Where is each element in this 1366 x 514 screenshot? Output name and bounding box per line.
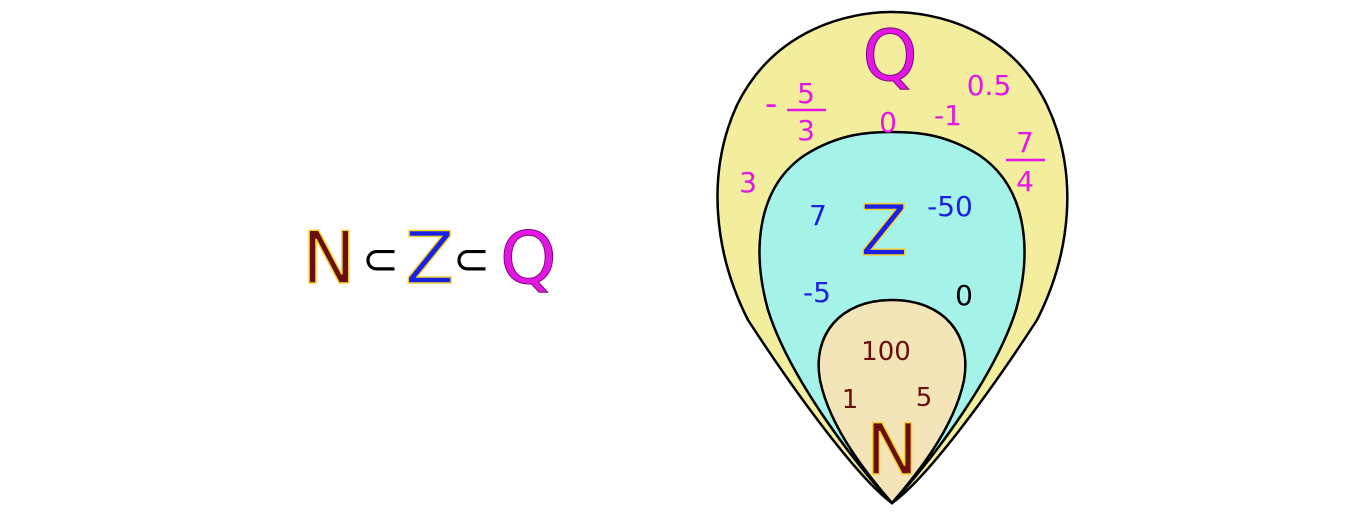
- q-element-zero: 0: [879, 106, 897, 139]
- q-element-minus-one: -1: [934, 99, 962, 132]
- set-z-title: Z: [860, 190, 908, 272]
- q-element-frac-a-num: 5: [797, 77, 815, 110]
- set-n-region: [817, 298, 967, 505]
- n-element-hundred: 100: [861, 337, 911, 367]
- q-element-frac-b-den: 4: [1016, 165, 1034, 198]
- z-element-zero: 0: [955, 279, 973, 312]
- set-n-labels: 100 1 5 N: [842, 337, 933, 492]
- q-element-minus-sign: -: [765, 84, 777, 124]
- n-element-five: 5: [916, 383, 933, 413]
- formula-set-n: N: [302, 216, 356, 300]
- q-element-point-five: 0.5: [967, 69, 1012, 102]
- set-q-labels: Q - 5 3 0 -1 0.5 7 4 3: [739, 15, 1045, 199]
- formula-subset-symbol-1: ⊂: [362, 234, 399, 285]
- q-element-frac-a-den: 3: [797, 114, 815, 147]
- formula-subset-symbol-2: ⊂: [453, 234, 490, 285]
- z-element-minus-fifty: -50: [927, 190, 973, 223]
- formula-set-z: Z: [405, 216, 454, 300]
- n-element-one: 1: [842, 385, 859, 415]
- z-element-minus-five: -5: [803, 276, 831, 309]
- set-n-title: N: [866, 409, 918, 491]
- q-element-frac-b-num: 7: [1016, 126, 1034, 159]
- set-q-title: Q: [862, 15, 917, 97]
- set-z-labels: Z 7 -50 -5 0: [803, 189, 973, 312]
- subset-formula: N ⊂ Z ⊂ Q: [301, 215, 557, 301]
- z-element-seven: 7: [809, 199, 827, 232]
- q-element-three: 3: [739, 166, 757, 199]
- formula-set-q: Q: [500, 216, 557, 300]
